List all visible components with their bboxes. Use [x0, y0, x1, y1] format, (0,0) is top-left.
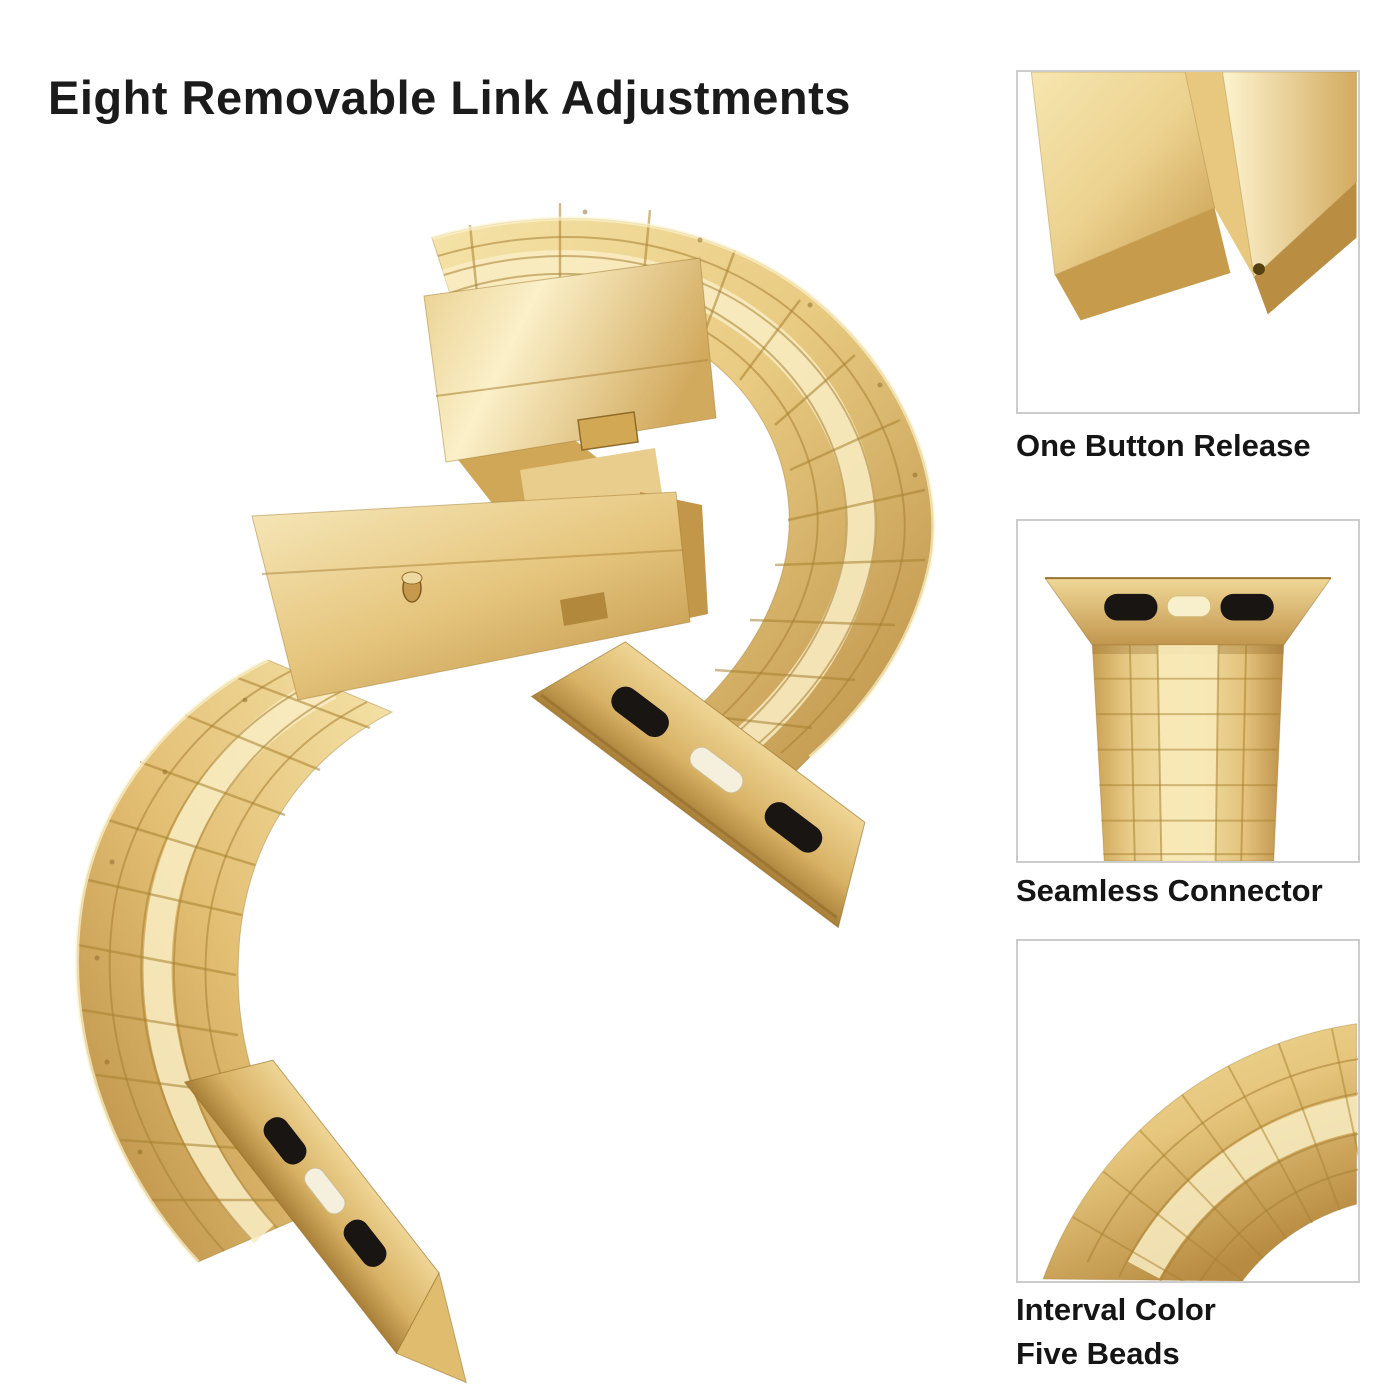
callout-seamless-connector: Seamless Connector [1016, 873, 1323, 908]
adapter-slot-white [1166, 595, 1212, 618]
clasp-pin [401, 571, 423, 603]
adapter-slot-black [1220, 593, 1274, 621]
detail-photo-clasp [1016, 70, 1360, 414]
main-product-photo [75, 203, 936, 1384]
clasp-closeup-illustration [1030, 72, 1358, 321]
clasp-pin-hole [1253, 263, 1265, 276]
connector-closeup-illustration [1044, 577, 1332, 861]
adapter-slot-white [689, 746, 744, 794]
adapter-slot-black [343, 1219, 387, 1267]
adapter-slot-black [263, 1117, 307, 1165]
clasp-top-plate [423, 257, 717, 463]
page-title: Eight Removable Link Adjustments [48, 71, 851, 124]
watch-adapter-bottom [183, 1059, 467, 1384]
beads-closeup-illustration [1042, 1023, 1358, 1281]
butterfly-clasp [251, 257, 717, 701]
band-upper-loop [431, 203, 936, 796]
adapter-slot-black [611, 686, 669, 738]
detail-photo-connector [1016, 519, 1360, 863]
adapter-slot-black [764, 802, 823, 853]
release-button [577, 411, 639, 451]
detail-photo-beads [1016, 939, 1360, 1283]
adapter-slot-white [304, 1167, 346, 1215]
watch-adapter-center [530, 641, 866, 929]
watch-band-illustration [75, 203, 936, 1384]
curved-band [1042, 1023, 1358, 1281]
callout-interval-color-five-beads: Interval Color Five Beads [1016, 1292, 1216, 1372]
clasp-bottom-plate [251, 491, 691, 701]
adapter-slot-black [1104, 593, 1158, 621]
callout-one-button-release: One Button Release [1016, 428, 1311, 463]
